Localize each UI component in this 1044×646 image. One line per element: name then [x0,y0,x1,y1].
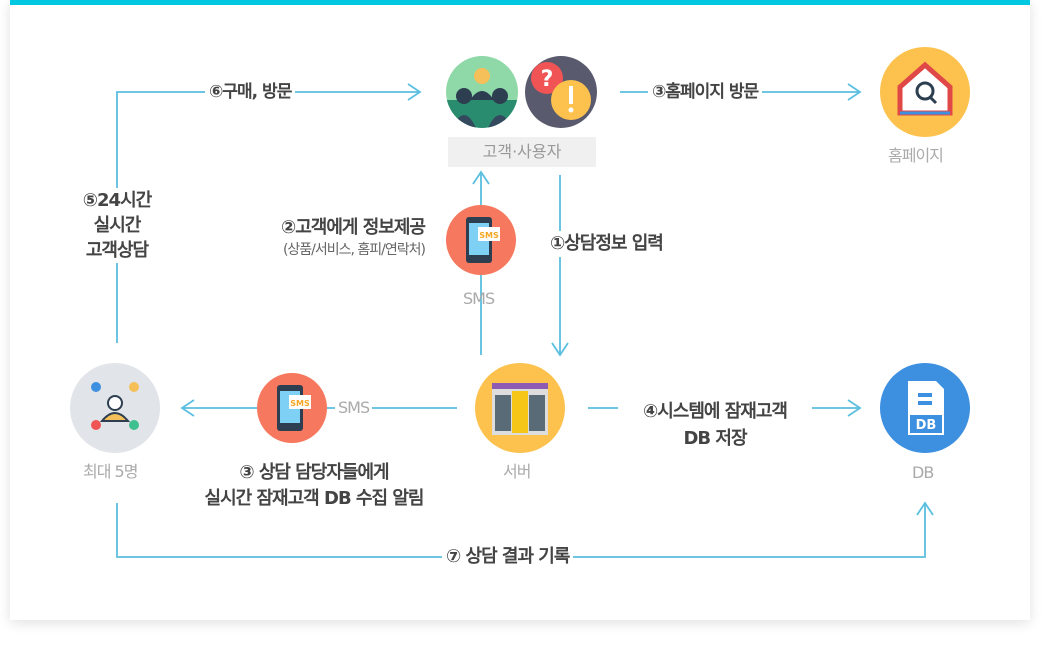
edge-4-label: ④시스템에 잠재고객 DB 저장 [618,398,812,452]
edge-5-line1: ⑤24시간 [82,190,152,211]
edge-2-title: ②고객에게 정보제공 [281,217,426,238]
svg-text:SMS: SMS [479,231,499,240]
edge-7-label: ⑦ 상담 결과 기록 [442,546,574,568]
edge-5-label: ⑤24시간 실시간 고객상담 [70,188,164,263]
server-icon [475,363,565,453]
edge-3-line2: 실시간 잠재고객 DB 수집 알림 [204,488,425,509]
sms-top-label: SMS [463,289,495,308]
edge-2-subtitle: (상품/서비스, 홈피/연락처) [282,242,426,258]
edge-4-line2: DB 저장 [618,425,812,452]
db-label: DB [912,462,934,484]
edge-5-line2: 실시간 [93,215,142,236]
customer-label: 고객·사용자 [448,137,596,167]
edge-4-line1: ④시스템에 잠재고객 [643,401,788,422]
sms-phone-icon-2: SMS [257,373,327,443]
server-label: 서버 [503,461,531,483]
edge-3-home-label: ③홈페이지 방문 [648,81,763,103]
agents-group-icon [70,363,160,453]
edge-3-sms-label: SMS [335,397,373,419]
svg-text:SMS: SMS [290,399,310,408]
edge-3-notify-label: ③ 상담 담당자들에게 실시간 잠재고객 DB 수집 알림 [180,460,448,512]
edge-5-line3: 고객상담 [85,240,149,261]
homepage-label: 홈페이지 [888,145,944,167]
edge-2-label: ②고객에게 정보제공 (상품/서비스, 홈피/연락처) [215,217,426,261]
homepage-icon [880,47,970,137]
question-exclamation-icon: ? [525,56,597,128]
diagram-card [10,0,1030,620]
sms-phone-icon: SMS [446,205,516,275]
top-accent-bar [10,0,1030,5]
svg-text:DB: DB [916,418,937,433]
db-icon: DB [880,363,970,453]
svg-text:?: ? [541,67,554,92]
edge-6-label: ⑥구매, 방문 [205,81,296,103]
edge-3-line1: ③ 상담 담당자들에게 [239,462,389,483]
edge-1-label: ①상담정보 입력 [548,231,665,257]
edge-1-line [551,175,569,357]
agents-label: 최대 5명 [83,461,138,483]
customer-meeting-icon [446,56,518,128]
